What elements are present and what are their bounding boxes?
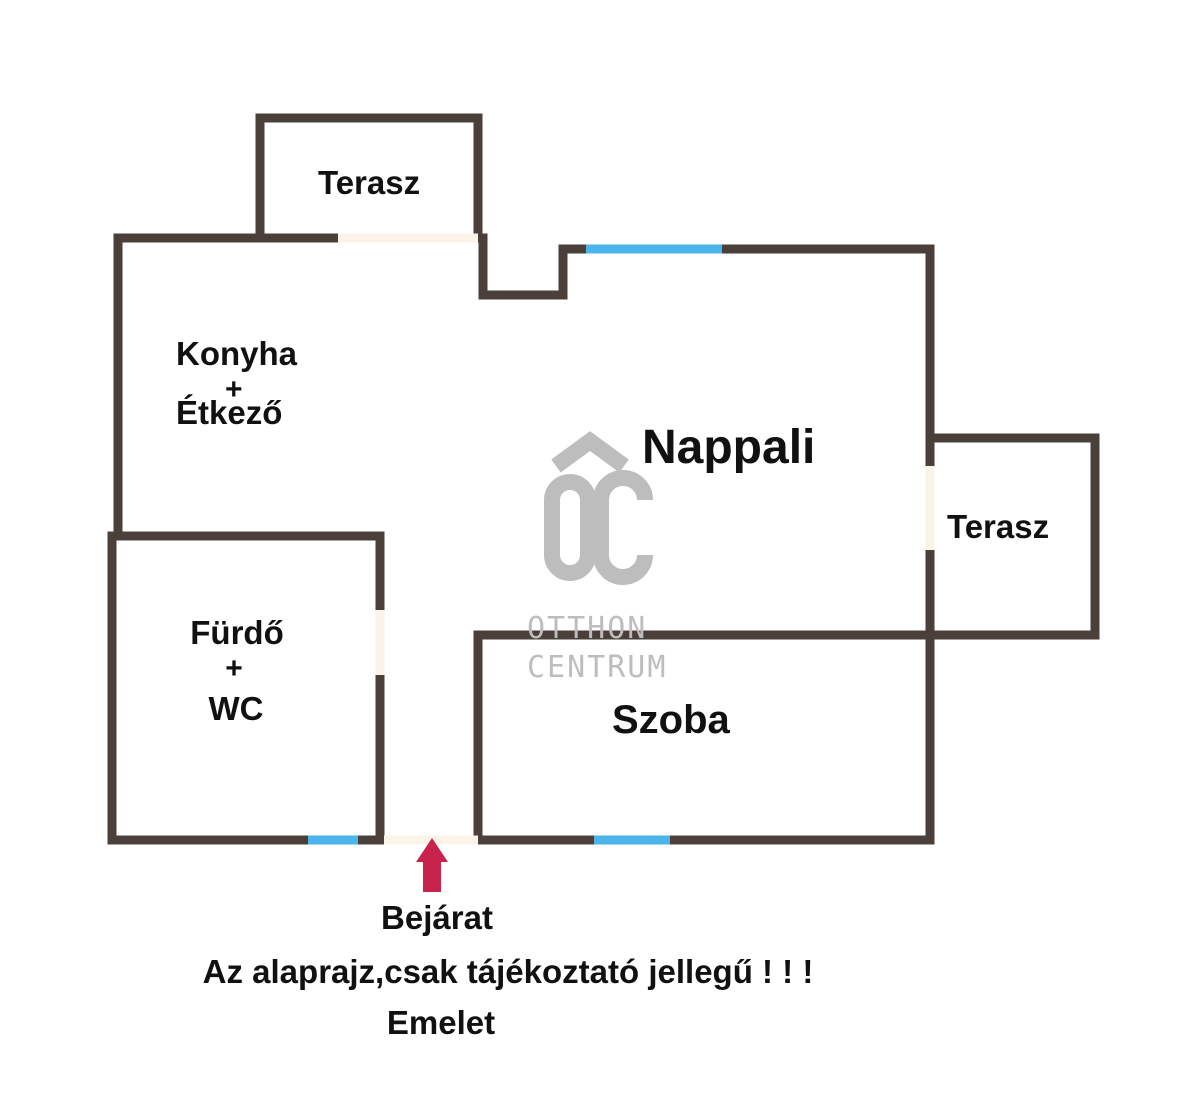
- entrance-label: Bejárat: [381, 899, 493, 936]
- room-label-szoba: Szoba: [612, 698, 730, 742]
- room-label-etkezo: Étkező: [176, 394, 283, 431]
- wall-bedroom-right: [665, 630, 935, 845]
- wall-bedroom-left: [473, 630, 935, 845]
- room-label-furdo: Fürdő: [190, 614, 284, 651]
- floor-label: Emelet: [386, 1004, 496, 1041]
- wall-bath-left: [107, 531, 313, 845]
- entrance-arrow-icon: [416, 838, 448, 892]
- logo-letter-c: [593, 470, 653, 585]
- wall-bath-top: [107, 531, 385, 615]
- otthon-centrum-logo: [544, 431, 653, 585]
- windows: [308, 244, 722, 845]
- room-label-konyha: Konyha: [176, 335, 298, 372]
- logo-letter-o: [544, 474, 596, 581]
- wall-living-right: [717, 244, 935, 471]
- room-label-konyha-plus: +: [225, 373, 243, 406]
- wall-notch: [473, 233, 591, 300]
- wall-terrace-right: [925, 433, 1100, 640]
- room-label-nappali: Nappali: [642, 421, 816, 474]
- wall-kitchen-outer: [113, 233, 343, 541]
- disclaimer-text: Az alaprajz,csak tájékoztató jellegű ! !…: [202, 953, 814, 990]
- watermark-otthon: OTTHON: [527, 611, 648, 646]
- logo-roof: [551, 431, 629, 473]
- wall-bath-right: [353, 670, 385, 845]
- walls: [107, 113, 1100, 845]
- wall-terrace-top: [255, 113, 483, 243]
- room-label-terasz-top: Terasz: [318, 164, 421, 201]
- doors: [338, 233, 935, 845]
- watermark-centrum: CENTRUM: [527, 650, 668, 685]
- room-label-wc: WC: [208, 690, 264, 727]
- room-label-furdo-plus: +: [225, 652, 243, 685]
- room-label-terasz-right: Terasz: [947, 508, 1050, 545]
